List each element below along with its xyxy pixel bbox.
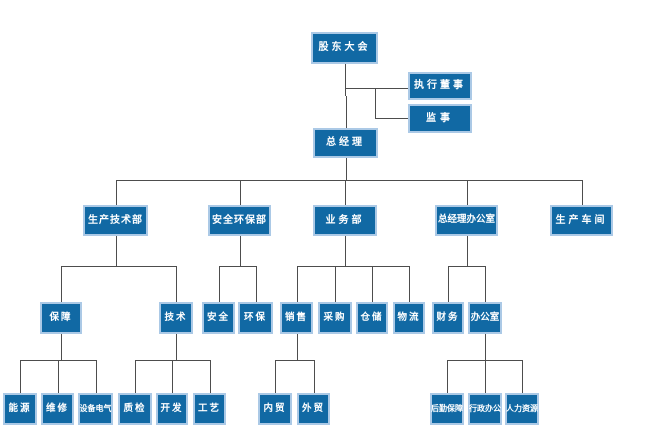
connector-aux-1 <box>375 88 376 118</box>
connector-drop-production-workshop <box>582 180 583 205</box>
org-node-finance: 财务 <box>432 302 464 334</box>
org-node-support: 保障 <box>40 302 82 334</box>
org-node-safety: 安全 <box>202 302 235 334</box>
org-node-logistics-support: 后勤保障 <box>430 393 464 425</box>
connector-drop-sales <box>297 266 298 302</box>
org-node-gm-office: 总经理办公室 <box>435 205 498 236</box>
org-node-development: 开发 <box>156 393 188 425</box>
connector-drop-warehousing <box>372 266 373 302</box>
org-node-env-protection: 环保 <box>238 302 273 334</box>
connector-drop-quality-inspection <box>135 360 136 393</box>
org-node-purchasing: 采购 <box>318 302 352 334</box>
org-node-process: 工艺 <box>193 393 226 425</box>
connector-drop-purchasing <box>335 266 336 302</box>
org-node-safety-env-dept: 安全环保部 <box>208 205 271 236</box>
connector-drop-equipment-electrical <box>96 360 97 393</box>
org-node-logistics: 物流 <box>393 302 425 334</box>
org-node-equipment-electrical: 设备电气 <box>78 393 113 425</box>
connector-drop-office <box>485 266 486 302</box>
org-node-domestic-trade: 内贸 <box>258 393 292 425</box>
org-node-shareholders: 股东大会 <box>311 32 378 64</box>
connector-drop-energy <box>20 360 21 393</box>
org-node-admin-office: 行政办公 <box>468 393 502 425</box>
connector-stem-production-tech-dept <box>116 236 117 266</box>
connector-drop-maintenance <box>58 360 59 393</box>
org-node-quality-inspection: 质检 <box>118 393 152 425</box>
connector-stem-technology <box>176 334 177 360</box>
connector-stem-shareholders <box>345 64 346 96</box>
org-node-office: 办公室 <box>468 302 502 334</box>
org-node-energy: 能源 <box>3 393 37 425</box>
org-node-production-tech-dept: 生产技术部 <box>83 205 148 236</box>
connector-rail-technology <box>135 360 211 361</box>
org-node-general-manager: 总经理 <box>313 128 378 158</box>
connector-drop-process <box>210 360 211 393</box>
connector-stem-sales <box>297 334 298 360</box>
connector-rail-general-manager <box>116 180 583 181</box>
org-node-exec-director: 执行董事 <box>408 72 472 100</box>
org-node-supervisor: 监事 <box>408 104 472 133</box>
connector-drop-finance <box>448 266 449 302</box>
connector-stem-gm-office <box>467 236 468 266</box>
connector-rail-production-tech-dept <box>61 266 177 267</box>
connector-rail-safety-env-dept <box>219 266 257 267</box>
connector-rail-business-dept <box>297 266 410 267</box>
org-node-maintenance: 维修 <box>41 393 74 425</box>
connector-drop-safety-env-dept <box>240 180 241 205</box>
connector-drop-foreign-trade <box>314 360 315 393</box>
connector-drop-domestic-trade <box>275 360 276 393</box>
connector-drop-gm-office <box>467 180 468 205</box>
connector-aux-0 <box>345 88 408 89</box>
org-node-foreign-trade: 外贸 <box>297 393 330 425</box>
org-node-warehousing: 仓储 <box>356 302 388 334</box>
connector-rail-gm-office <box>448 266 486 267</box>
org-node-business-dept: 业务部 <box>313 205 377 236</box>
connector-drop-technology <box>176 266 177 302</box>
connector-drop-safety <box>219 266 220 302</box>
connector-stem-support <box>61 334 62 360</box>
connector-stem-business-dept <box>345 236 346 266</box>
connector-drop-support <box>61 266 62 302</box>
connector-drop-business-dept <box>345 180 346 205</box>
org-node-sales: 销售 <box>280 302 313 334</box>
connector-stem-general-manager <box>346 158 347 180</box>
connector-rail-sales <box>275 360 315 361</box>
org-node-human-resources: 人力资源 <box>505 393 539 425</box>
connector-drop-human-resources <box>522 360 523 393</box>
connector-stem-safety-env-dept <box>240 236 241 266</box>
connector-drop-logistics-support <box>447 360 448 393</box>
connector-drop-development <box>172 360 173 393</box>
org-node-production-workshop: 生产车间 <box>550 205 613 236</box>
connector-drop-logistics <box>409 266 410 302</box>
connector-drop-env-protection <box>256 266 257 302</box>
connector-drop-admin-office <box>485 360 486 393</box>
org-node-technology: 技术 <box>159 302 193 334</box>
connector-aux-2 <box>375 118 408 119</box>
connector-drop-production-tech-dept <box>116 180 117 205</box>
connector-stem-office <box>485 334 486 360</box>
connector-drop-general-manager <box>346 96 347 128</box>
